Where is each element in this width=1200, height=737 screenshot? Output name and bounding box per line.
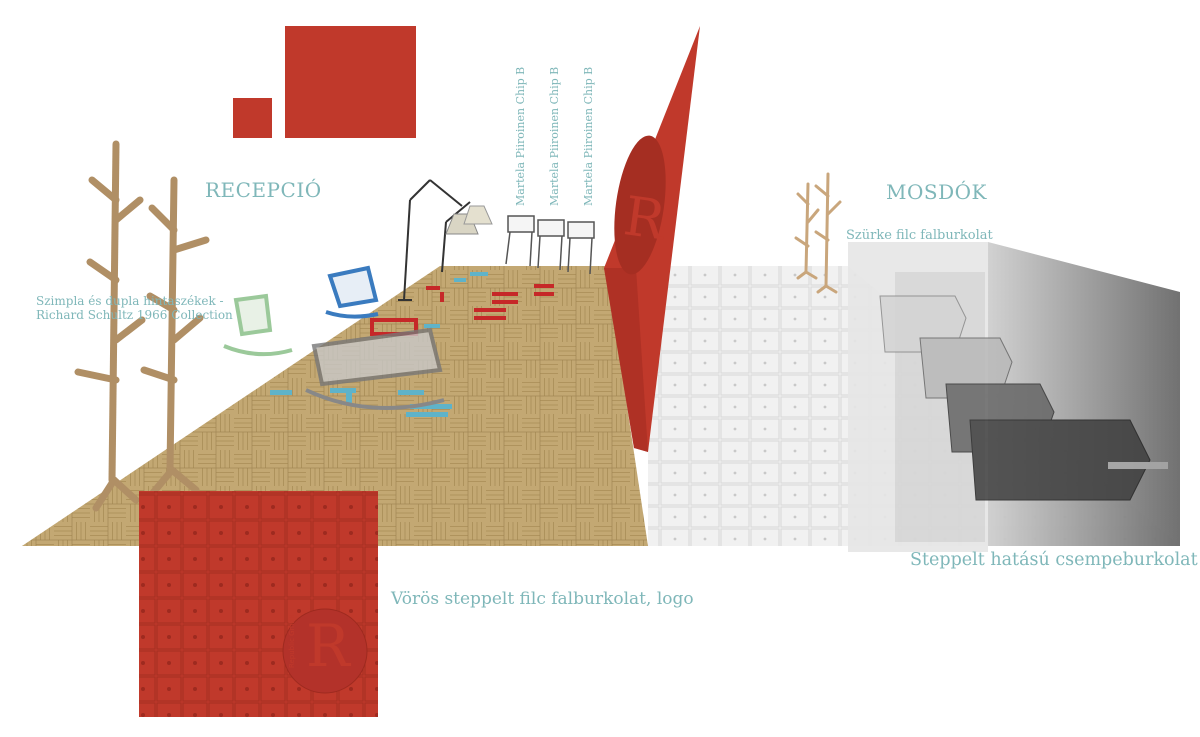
grey-felt-label: Szürke filc falburkolat bbox=[846, 228, 993, 243]
reception-label: RECEPCIÓ bbox=[205, 178, 322, 202]
rocking-chairs-label-line2: Richard Schultz 1966 Collection bbox=[36, 308, 233, 322]
red-felt-label: Vörös steppelt filc falburkolat, logo bbox=[391, 589, 694, 609]
logo-text: Republic GmbH bbox=[288, 613, 296, 668]
stool-label-1: Martela Piiroinen Chip B bbox=[514, 66, 527, 206]
stool-label-2: Martela Piiroinen Chip B bbox=[548, 66, 561, 206]
logo-letter: R bbox=[306, 612, 350, 680]
stool-label-3: Martela Piiroinen Chip B bbox=[582, 66, 595, 206]
tile-label: Steppelt hatású csempeburkolat bbox=[910, 550, 1198, 570]
restrooms-label: MOSDÓK bbox=[886, 180, 987, 204]
rocking-chairs-label-line1: Szimpla és dupla hintaszékek - bbox=[36, 294, 224, 308]
rocking-chairs-label: Szimpla és dupla hintaszékek - Richard S… bbox=[36, 294, 233, 322]
